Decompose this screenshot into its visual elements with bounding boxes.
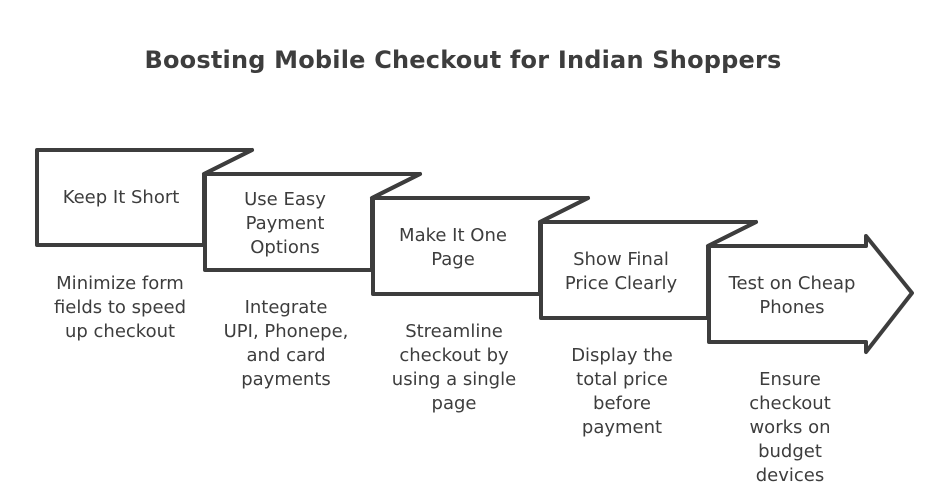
step-3-fold xyxy=(538,196,590,224)
step-5-label: Test on Cheap Phones xyxy=(728,273,856,318)
step-1-fold xyxy=(202,148,254,176)
step-4-label: Show Final Price Clearly xyxy=(564,249,678,294)
step-3-description: Streamline checkout by using a single pa… xyxy=(391,321,517,414)
step-3-label: Make It One Page xyxy=(399,225,507,270)
step-2-description: Integrate UPI, Phonepe, and card payment… xyxy=(223,297,349,390)
step-4-fold xyxy=(706,220,758,248)
step-2-label: Use Easy Payment Options xyxy=(244,189,326,258)
step-4-description: Display the total price before payment xyxy=(571,345,673,438)
step-1-description: Minimize form fields to speed up checkou… xyxy=(53,273,187,342)
diagram-title: Boosting Mobile Checkout for Indian Shop… xyxy=(144,46,782,74)
step-5-description: Ensure checkout works on budget devices xyxy=(749,369,831,486)
step-1-label: Keep It Short xyxy=(62,187,180,208)
step-2-fold xyxy=(370,172,422,200)
step-5-arrow xyxy=(707,234,914,354)
